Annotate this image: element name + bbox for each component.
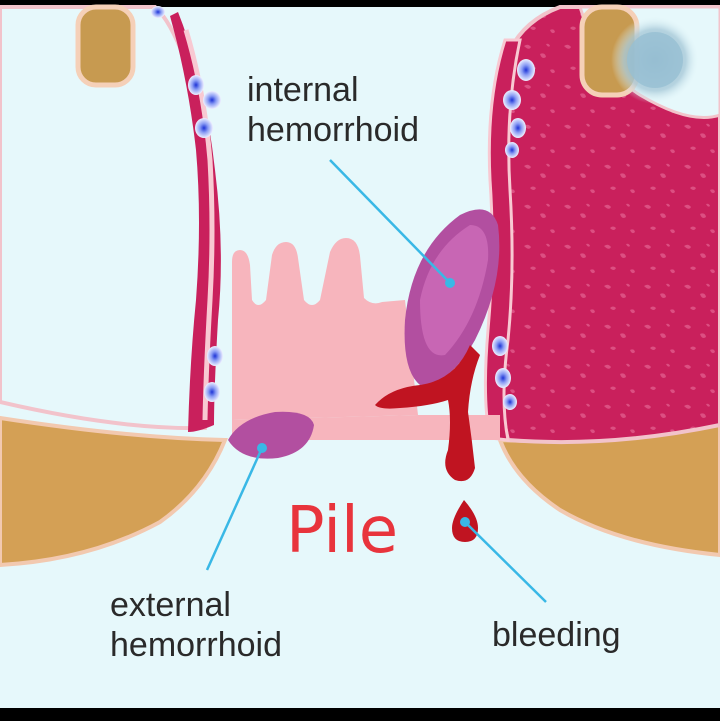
top-black-bar — [0, 0, 720, 7]
diagram-title: Pile — [286, 494, 399, 568]
external-label-line1: external — [110, 586, 231, 624]
left-tan-tube — [75, 4, 136, 88]
dot-bleeding — [460, 517, 470, 527]
mucosa-folds — [232, 238, 418, 420]
leader-lines — [205, 159, 547, 603]
left-cells — [151, 6, 223, 402]
blood-flow — [375, 345, 480, 482]
left-skin-band — [0, 415, 228, 568]
right-cells — [492, 59, 535, 410]
dot-internal — [445, 278, 455, 288]
internal-label-line1: internal — [247, 71, 359, 109]
bleeding-label: bleeding — [492, 616, 621, 654]
internal-label-line2: hemorrhoid — [247, 111, 419, 149]
leader-external — [205, 447, 264, 571]
external-label-line2: hemorrhoid — [110, 626, 282, 664]
external-hemorrhoid-label: external hemorrhoid — [110, 585, 282, 665]
external-hemorrhoid — [228, 411, 314, 459]
leader-internal — [329, 159, 451, 284]
internal-hemorrhoid-label: internal hemorrhoid — [247, 70, 419, 150]
leader-bleeding — [464, 521, 547, 603]
bottom-black-bar — [0, 708, 720, 721]
dot-external — [257, 443, 267, 453]
